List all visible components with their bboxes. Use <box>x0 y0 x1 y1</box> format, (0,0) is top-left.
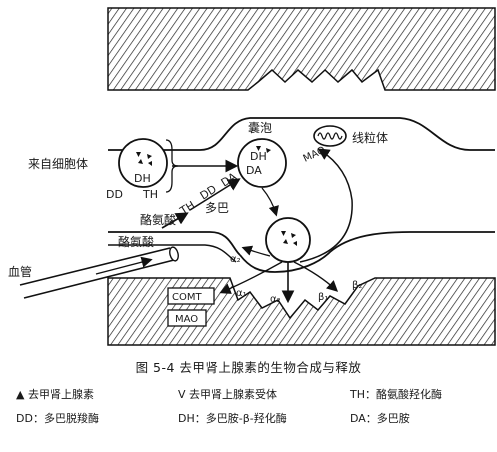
legend-text: 去甲肾上腺素受体 <box>189 388 278 401</box>
noradrenaline-cluster-release <box>281 231 297 246</box>
label-from-cell-body: 来自细胞体 <box>28 157 88 171</box>
label-beta2: β₂ <box>352 280 362 291</box>
label-th-path: TH <box>177 199 197 219</box>
label-th-soma: TH <box>142 188 158 201</box>
label-da-path: DA <box>219 170 240 190</box>
arrow-to-beta <box>293 261 339 292</box>
arrow-to-comt <box>219 261 283 294</box>
figure-caption: 图 5-4 去甲肾上腺素的生物合成与释放 <box>135 360 362 375</box>
mitochondrion-cristae <box>317 132 343 140</box>
upper-tissue <box>107 7 496 91</box>
terminal-membrane <box>239 231 495 273</box>
postsynaptic-tissue <box>107 277 496 346</box>
label-da-vesicle: DA <box>246 164 262 177</box>
label-beta1: β₁ <box>318 292 328 303</box>
label-alpha2-post: α₂ <box>270 294 281 305</box>
blood-vessel-end <box>169 246 179 262</box>
legend-item-da: DA：多巴胺 <box>350 410 410 426</box>
legend-text: 去甲肾上腺素 <box>27 388 94 401</box>
label-dh-vesicle: DH <box>250 150 267 163</box>
soma-vesicle <box>118 138 168 188</box>
arrow-vesicle-down <box>261 187 279 217</box>
synaptic-vesicle <box>237 138 287 188</box>
axon-membrane-lower-2 <box>108 244 237 263</box>
arrow-reuptake <box>299 148 353 263</box>
legend-item-receptor: V 去甲肾上腺素受体 <box>178 386 277 402</box>
label-dh-soma: DH <box>134 172 151 185</box>
legend-item-noradrenaline: ▲ 去甲肾上腺素 <box>16 386 94 402</box>
label-dd-soma: DD <box>106 188 123 201</box>
legend-text: DH：多巴胺-β-羟化酶 <box>178 412 287 425</box>
label-alpha2-pre: α₂ <box>230 254 241 265</box>
axon-membrane-lower <box>108 231 241 256</box>
arrow-blood-tyrosine <box>95 256 153 275</box>
comt-box <box>167 287 215 305</box>
label-dopa-path: 多巴 <box>205 201 229 215</box>
label-vesicle: 囊泡 <box>248 120 272 135</box>
label-comt: COMT <box>172 292 202 303</box>
legend-item-dh: DH：多巴胺-β-羟化酶 <box>178 410 287 426</box>
release-vesicle <box>265 217 311 263</box>
legend-item-dd: DD：多巴脱羧酶 <box>16 410 99 426</box>
label-alpha1: α₁ <box>236 288 247 299</box>
label-mao-bottom: MAO <box>175 314 198 325</box>
arrow-dopa-to-da <box>189 178 241 211</box>
legend-text: DA：多巴胺 <box>350 412 410 425</box>
triangle-icon: ▲ <box>16 388 25 401</box>
label-mao-top: MAO <box>302 145 328 165</box>
arrow-tyrosine-to-dopa <box>161 212 189 229</box>
mao-box <box>167 309 207 327</box>
legend-text: TH：酪氨酸羟化酶 <box>350 388 442 401</box>
noradrenaline-cluster-soma <box>136 152 152 166</box>
legend-text: DD：多巴脱羧酶 <box>16 412 99 425</box>
label-blood-vessel: 血管 <box>8 264 32 279</box>
axon-membrane-upper <box>108 117 495 151</box>
label-tyrosine-lower: 酪氨酸 <box>118 234 154 249</box>
label-tyrosine-upper: 酪氨酸 <box>140 212 176 227</box>
label-mitochondria: 线粒体 <box>352 130 388 145</box>
label-dd-path: DD <box>198 183 219 203</box>
legend-item-th: TH：酪氨酸羟化酶 <box>350 386 442 402</box>
arrow-to-alpha2 <box>241 245 271 257</box>
noradrenaline-cluster-vesicle <box>256 146 271 153</box>
receptor-icon: V <box>178 388 186 401</box>
